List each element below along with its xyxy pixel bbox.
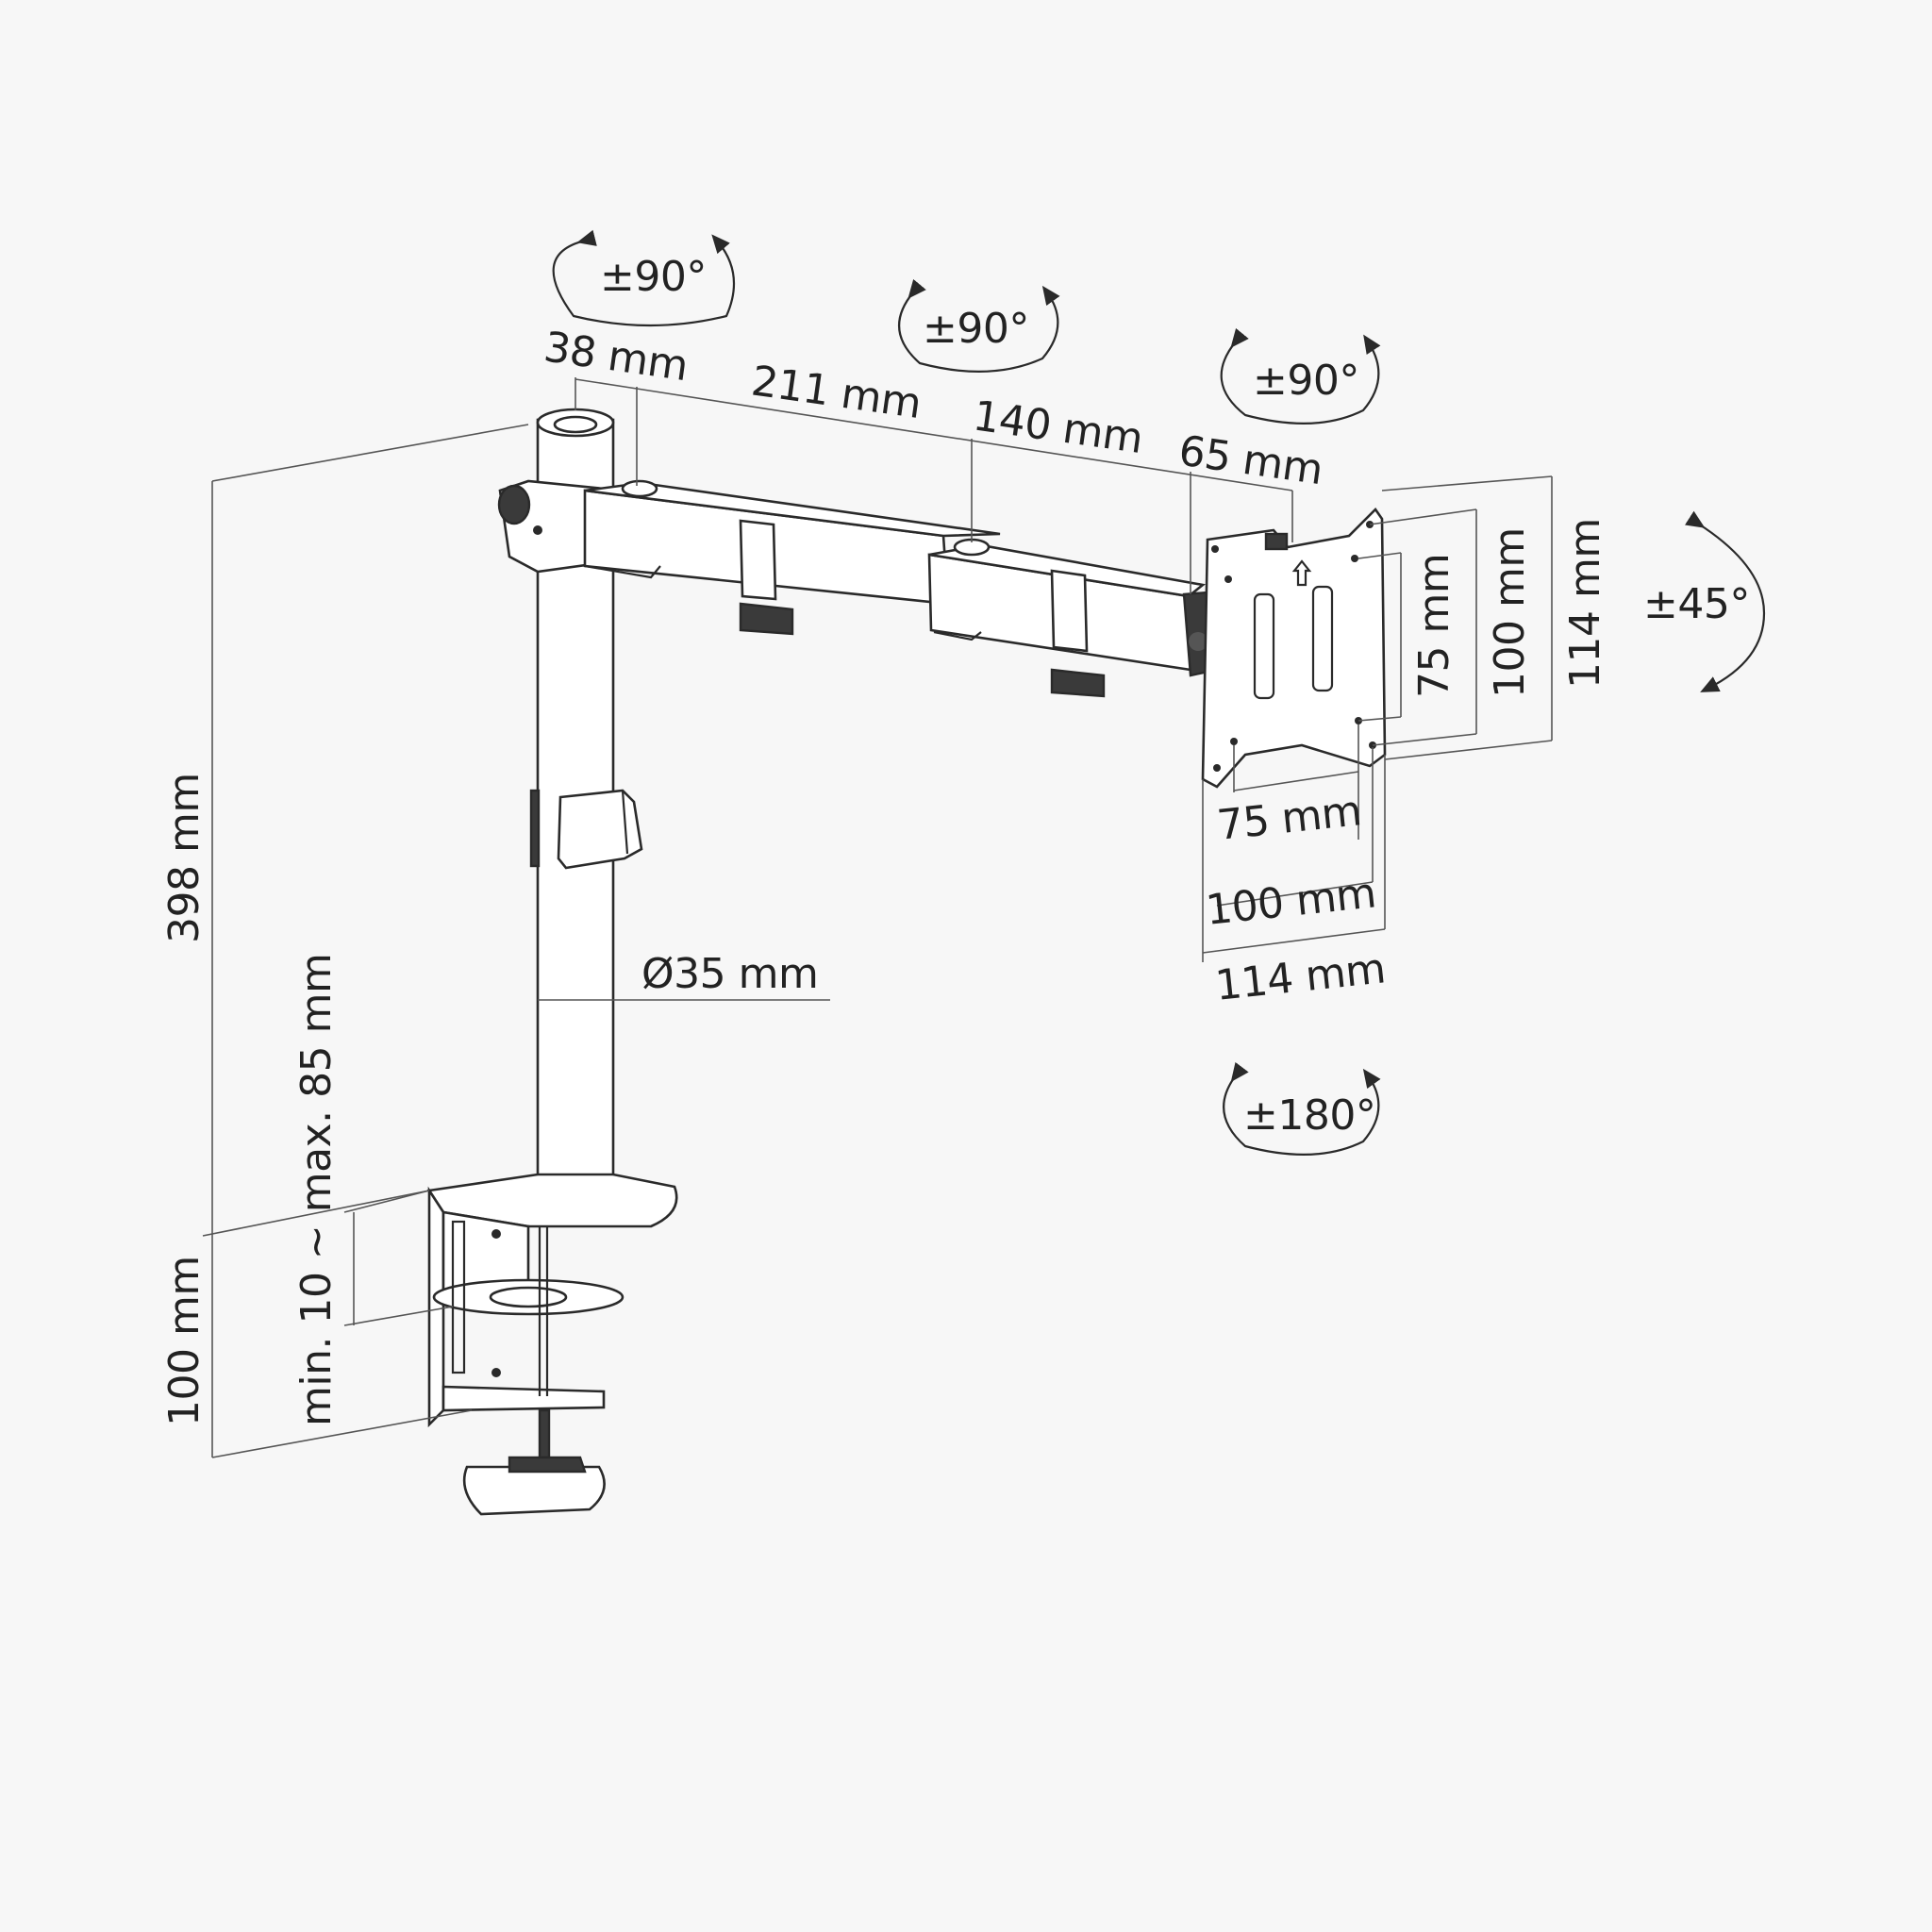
- label-head-rotation: ±90°: [1253, 357, 1359, 405]
- label-tilt: ±45°: [1643, 580, 1750, 628]
- label-vesa-h-114: 114 mm: [1213, 944, 1388, 1010]
- vesa-plate: [1201, 507, 1387, 789]
- label-head-offset: 65 mm: [1175, 426, 1325, 494]
- label-arm-second: 140 mm: [970, 391, 1145, 463]
- label-elbow-rotation: ±90°: [923, 305, 1029, 353]
- label-pole-height: 398 mm: [160, 773, 208, 943]
- cable-clip: [529, 789, 643, 870]
- label-arm-first: 211 mm: [748, 357, 924, 428]
- label-clamp-range: min. 10 ~ max. 85 mm: [292, 954, 341, 1426]
- arm-second-segment: [927, 538, 1207, 698]
- label-vesa-h-100: 100 mm: [1204, 869, 1378, 935]
- label-pole-diameter: Ø35 mm: [641, 950, 818, 998]
- label-vesa-v-75: 75 mm: [1410, 554, 1458, 698]
- arm-first-segment: [497, 479, 1001, 636]
- label-rotate: ±180°: [1243, 1091, 1375, 1140]
- rotation-arc-tilt: [1684, 510, 1766, 692]
- label-vesa-h-75: 75 mm: [1215, 787, 1364, 850]
- label-vesa-v-114: 114 mm: [1561, 518, 1609, 689]
- rotation-arc-pole: [552, 229, 736, 327]
- label-vesa-v-100: 100 mm: [1486, 527, 1534, 698]
- label-clamp-height: 100 mm: [160, 1256, 208, 1426]
- label-pole-rotation: ±90°: [600, 253, 707, 301]
- dimension-lines: [202, 377, 1553, 1458]
- desk-clamp: [426, 1173, 678, 1516]
- label-pole-top: 38 mm: [541, 323, 691, 391]
- rotation-arc-head: [1220, 327, 1381, 425]
- rotation-arc-elbow: [898, 278, 1060, 373]
- rotation-arc-rotate: [1223, 1061, 1381, 1156]
